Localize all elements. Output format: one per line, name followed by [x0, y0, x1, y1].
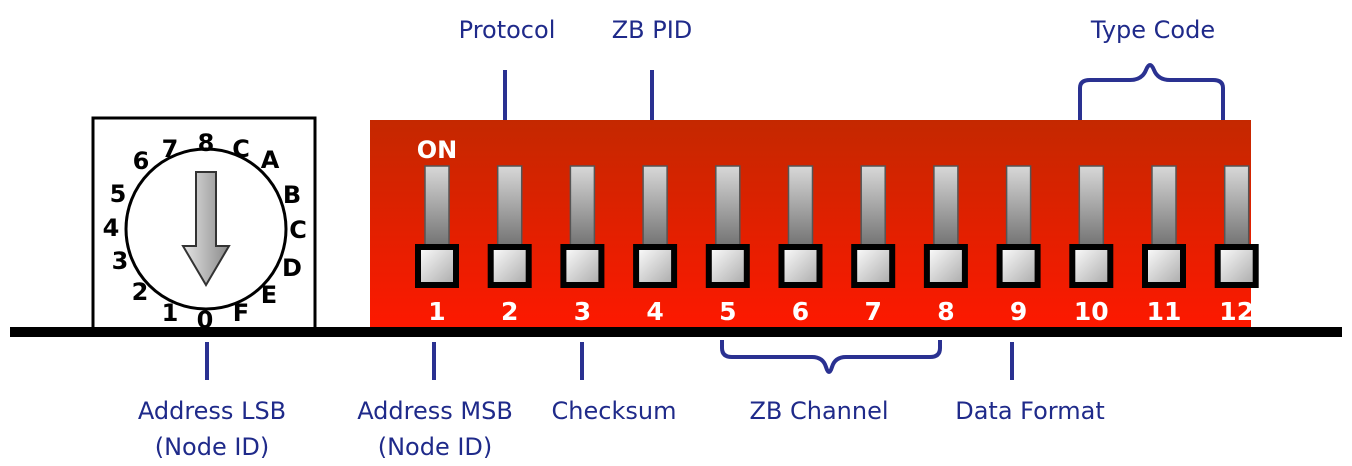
switch-slot	[1005, 165, 1032, 251]
rotary-label-e: E	[261, 281, 277, 309]
switch-number: 9	[1010, 297, 1027, 326]
switch-slot	[1223, 165, 1250, 251]
switch-number: 8	[937, 297, 954, 326]
switch-slot	[933, 165, 959, 251]
switch-actuator	[560, 244, 605, 288]
rotary-label-5: 5	[110, 180, 127, 208]
switch-slot	[715, 165, 741, 251]
rotary-label-b: B	[283, 181, 301, 209]
rotary-label-4: 4	[103, 214, 120, 242]
rotary-label-c-top: C	[232, 135, 250, 163]
rotary-label-d: D	[282, 254, 302, 282]
rotary-switch: 0 1 2 3 4 5 6 7 8 C A B C D E F	[91, 116, 317, 336]
switch-number: 7	[864, 297, 881, 326]
dip-switch-4[interactable]: 4	[633, 165, 678, 326]
switch-slot	[496, 165, 523, 251]
switch-slot	[860, 165, 886, 251]
switch-actuator	[633, 244, 678, 288]
dip-switch-12[interactable]: 12	[1214, 165, 1259, 326]
rotary-label-7: 7	[162, 135, 179, 163]
on-label: ON	[417, 136, 458, 164]
zb-channel-label: ZB Channel	[749, 397, 888, 425]
switch-number: 2	[501, 297, 518, 326]
address-lsb-sublabel: (Node ID)	[155, 433, 270, 461]
rotary-label-f: F	[233, 299, 249, 327]
board-baseline	[10, 327, 1342, 337]
address-msb-sublabel: (Node ID)	[378, 433, 493, 461]
switch-slot	[569, 165, 596, 251]
switch-number: 5	[719, 297, 736, 326]
zb-pid-label: ZB PID	[612, 16, 693, 44]
switch-actuator	[996, 244, 1041, 288]
switch-actuator	[1214, 244, 1259, 288]
switch-number: 4	[646, 297, 663, 326]
rotary-label-1: 1	[162, 299, 179, 327]
switch-number: 6	[792, 297, 809, 326]
switch-slot	[1151, 165, 1177, 251]
switch-actuator	[1069, 244, 1114, 288]
dip-switch-9[interactable]: 9	[996, 165, 1041, 326]
switch-slot	[642, 165, 668, 251]
dip-switch-7[interactable]: 7	[851, 165, 896, 326]
dip-switch-6[interactable]: 6	[778, 165, 823, 326]
switch-number: 11	[1147, 297, 1182, 326]
dip-switch-3[interactable]: 3	[560, 165, 605, 326]
address-lsb-label: Address LSB	[138, 397, 286, 425]
dip-switch-2[interactable]: 2	[487, 165, 532, 326]
dip-switch-1[interactable]: 1	[415, 165, 459, 326]
protocol-label: Protocol	[459, 16, 556, 44]
type-code-brace	[1078, 63, 1225, 120]
switch-slot	[424, 165, 450, 251]
dip-switch-10[interactable]: 10	[1069, 165, 1114, 326]
switch-number: 12	[1219, 297, 1254, 326]
type-code-label: Type Code	[1090, 16, 1215, 44]
switch-actuator	[487, 244, 532, 288]
switch-number: 1	[428, 297, 445, 326]
switch-actuator	[778, 244, 823, 288]
dip-switch-11[interactable]: 11	[1142, 165, 1186, 326]
switch-actuator	[705, 244, 750, 288]
rotary-label-3: 3	[112, 247, 129, 275]
switch-actuator	[1142, 244, 1186, 288]
switch-slot	[787, 165, 814, 251]
dip-switch-8[interactable]: 8	[923, 165, 968, 326]
switch-number: 10	[1074, 297, 1109, 326]
switch-number: 3	[574, 297, 591, 326]
rotary-label-c: C	[289, 216, 307, 244]
address-msb-label: Address MSB	[357, 397, 513, 425]
rotary-label-2: 2	[132, 278, 149, 306]
data-format-label: Data Format	[955, 397, 1105, 425]
rotary-label-a: A	[261, 146, 280, 174]
arrow-down-icon	[181, 171, 231, 287]
zb-channel-brace	[720, 340, 942, 374]
switch-actuator	[851, 244, 896, 288]
switch-actuator	[415, 244, 459, 288]
rotary-label-8: 8	[198, 129, 215, 157]
switch-actuator	[923, 244, 968, 288]
rotary-label-6: 6	[133, 147, 150, 175]
checksum-label: Checksum	[552, 397, 677, 425]
switch-slot	[1078, 165, 1105, 251]
dip-switch-5[interactable]: 5	[705, 165, 750, 326]
